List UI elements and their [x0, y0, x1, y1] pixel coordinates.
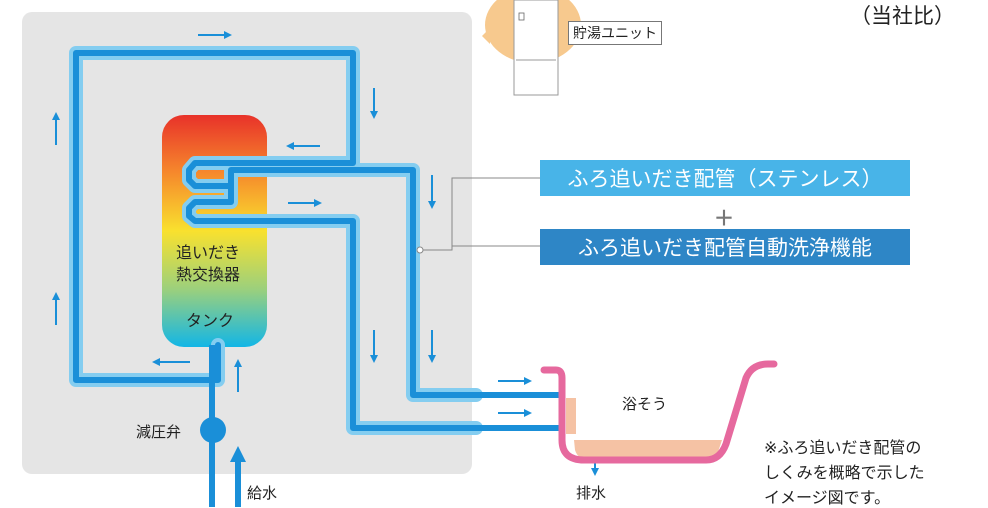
left-arrow-icon [152, 358, 190, 366]
connector-line [420, 177, 540, 251]
tank-label-3: タンク [186, 311, 235, 330]
bath-water-bottom [574, 440, 722, 460]
storage-unit-callout [482, 0, 581, 96]
left-arrow-icon [286, 142, 320, 150]
drain-label: 排水 [576, 484, 607, 502]
down-arrow-icon [428, 330, 436, 363]
bath-water [566, 398, 576, 434]
supply-label: 給水 [247, 484, 278, 502]
footnote-line-1: ※ふろ追いだき配管の [764, 438, 922, 457]
storage-unit-label: 貯湯ユニット [568, 21, 662, 45]
bathtub [540, 360, 778, 464]
feature-label-pipe: ふろ追いだき配管（ステンレス） [540, 160, 910, 196]
down-arrow-icon [370, 88, 378, 119]
tank-label-2: 熱交換器 [176, 265, 241, 284]
lower-pipe [186, 183, 479, 431]
up-arrow-icon [234, 359, 242, 392]
right-arrow-icon [498, 409, 532, 417]
valve-label: 減圧弁 [136, 423, 182, 441]
down-arrow-icon [428, 175, 436, 209]
upper-pipe [186, 160, 479, 398]
supply-up-arrow-icon [230, 446, 246, 462]
up-arrow-icon [52, 112, 60, 145]
feature-label-autoclean: ふろ追いだき配管自動洗浄機能 [540, 229, 910, 265]
footnote-line-2: しくみを概略で示した [764, 463, 925, 482]
tank-label-1: 追いだき [176, 243, 241, 262]
outer-pipe [73, 50, 356, 383]
right-arrow-icon [288, 199, 322, 207]
footnote-line-3: イメージ図です。 [764, 488, 891, 507]
storage-unit-icon [513, 0, 559, 96]
comparison-note: （当社比） [850, 4, 955, 28]
right-arrow-icon [498, 377, 532, 385]
right-arrow-icon [198, 31, 232, 39]
up-arrow-icon [52, 292, 60, 325]
connector-dot [416, 246, 424, 254]
down-arrow-icon [370, 330, 378, 363]
plus-symbol: ＋ [714, 206, 734, 230]
bath-label: 浴そう [622, 395, 668, 413]
pressure-valve [200, 417, 226, 443]
